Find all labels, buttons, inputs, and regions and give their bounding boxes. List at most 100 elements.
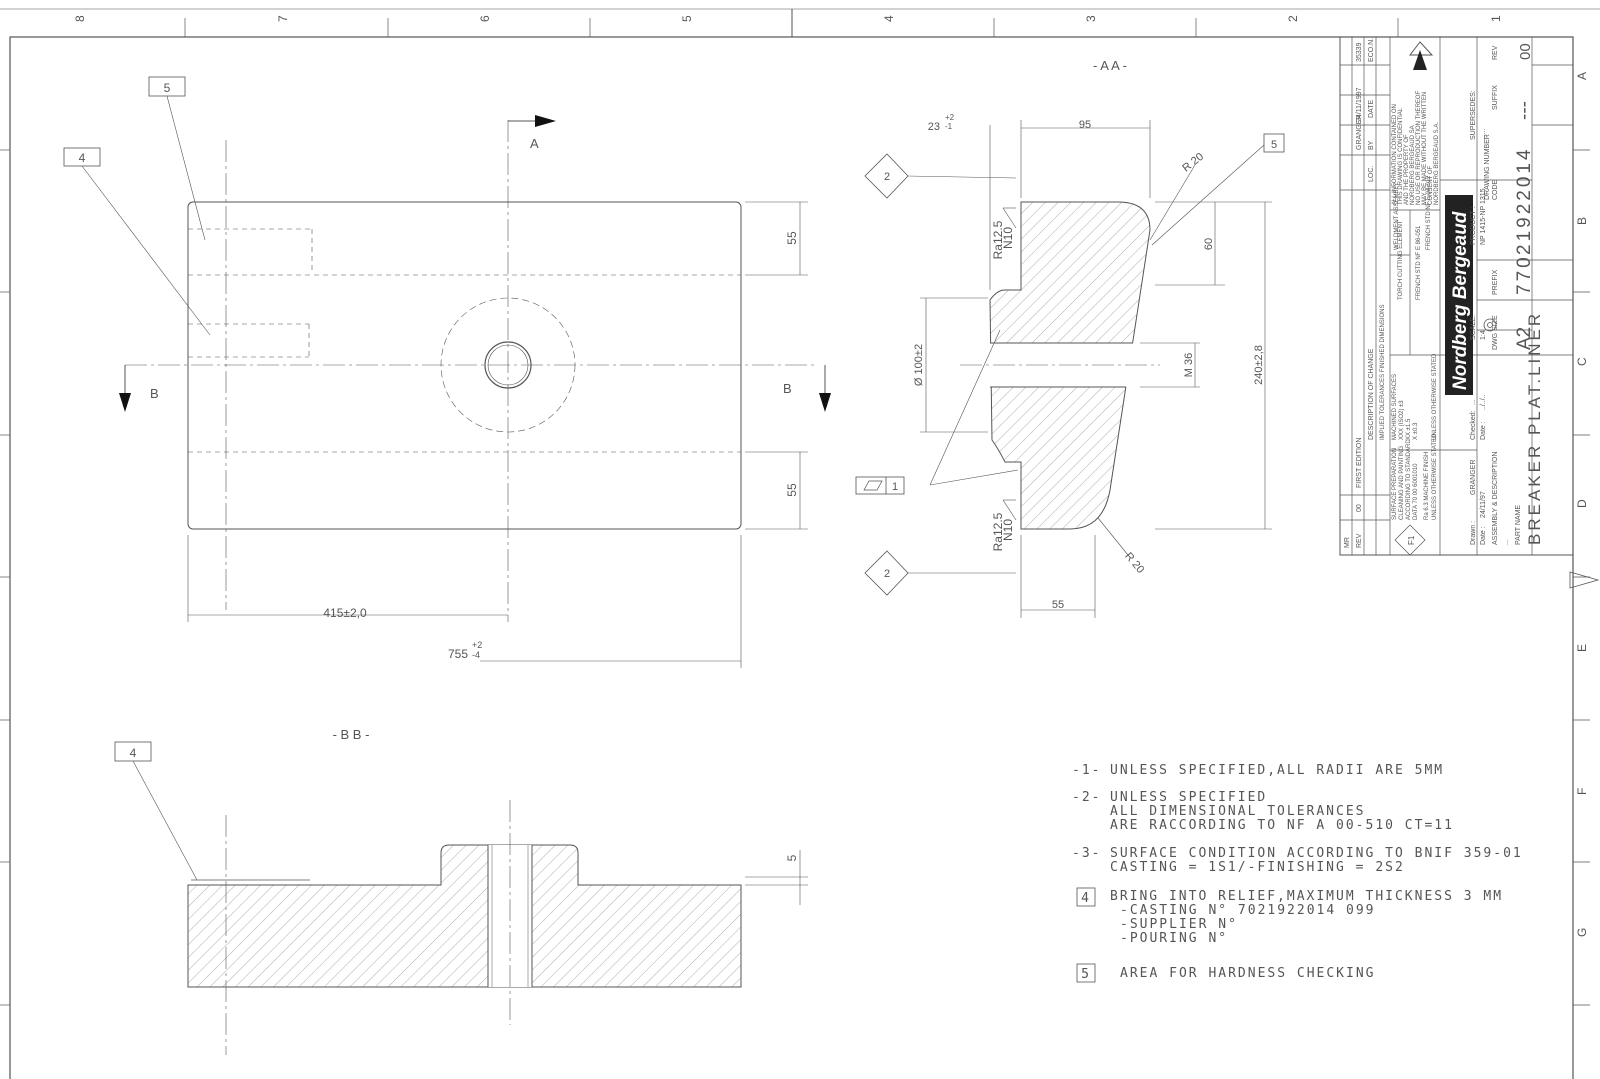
datum-2-bottom: 2 — [884, 568, 890, 580]
product-value: NP 1415-NP 1315 — [1480, 188, 1487, 245]
supersedes-label: SUPERSEDES: — [1470, 90, 1477, 140]
surface-line: UNLESS OTHERWISE STATED — [1432, 433, 1438, 520]
prefix-label: PREFIX — [1492, 269, 1499, 295]
rev-date: 24/11/1997 — [1356, 87, 1363, 122]
dim-60: 60 — [1203, 238, 1215, 250]
plan-view-labels: 5 4 A B B 55 55 415±2,0 755 +2-4 — [79, 81, 799, 661]
grid-col-label: 5 — [680, 15, 694, 22]
rev-value: 00 — [1517, 43, 1534, 60]
dim-95: 95 — [1079, 119, 1091, 131]
confidential-line: CONSENT OF — [1428, 165, 1434, 205]
roughness-n-top: N10 — [1001, 227, 1015, 249]
note-4-line: BRING INTO RELIEF,MAXIMUM THICKNESS 3 MM — [1110, 889, 1503, 904]
rev-header-by: BY — [1368, 140, 1375, 150]
standard-line: TORCH CUTTING ELEMENT — [1398, 220, 1404, 300]
checked-date-value: ../../.. — [1480, 394, 1487, 410]
grid-col-label: 6 — [478, 15, 492, 22]
roughness-bottom: Ra12.5 — [991, 512, 1005, 551]
code-label: CODE — [1492, 179, 1499, 200]
note-2-line: ARE RACCORDING TO NF A 00-510 CT=11 — [1110, 818, 1454, 833]
dim-415: 415±2,0 — [323, 606, 367, 620]
dwg-size: A2 — [1514, 327, 1535, 350]
dim-755: 755 — [448, 647, 468, 661]
general-notes: -1- UNLESS SPECIFIED,ALL RADII ARE 5MM -… — [1072, 763, 1521, 983]
note-1-text: UNLESS SPECIFIED,ALL RADII ARE 5MM — [1110, 763, 1444, 778]
checked-label: Checked: — [1470, 410, 1477, 440]
rev-label: REV — [1492, 45, 1499, 60]
rev-eco: 35339 — [1356, 42, 1363, 62]
rev-header-rev: REV — [1356, 533, 1363, 548]
grid-row-label: C — [1575, 357, 1589, 366]
grid-row-label: D — [1575, 499, 1589, 508]
confidential-line: NORDBERG BERGEAUD SA — [1410, 125, 1416, 205]
grid-col-label: 2 — [1286, 15, 1300, 22]
part-name: BREAKER PLAT.LINER — [1525, 311, 1544, 545]
title-block-text: MR REV DESCRIPTION OF CHANGE LOC. BY DAT… — [1344, 38, 1544, 548]
tolerance-line: XX ±1.5 — [1406, 418, 1412, 440]
rev-header-date: DATE — [1368, 100, 1375, 118]
checked-date-label: Date : — [1480, 421, 1487, 440]
standard-line: WELDMENT ASSEMBLY — [1394, 183, 1400, 250]
rev-header-loc: LOC. — [1368, 166, 1375, 182]
surface-line: CLEANING AND PAINTING — [1399, 445, 1405, 520]
dim-55-top: 55 — [785, 231, 799, 245]
cut-label-b-left: B — [150, 386, 159, 401]
drawn-value: GRANGER — [1470, 460, 1477, 495]
section-bb-labels: - B B - 4 5 — [130, 727, 799, 861]
dim-240: 240±2,8 — [1253, 345, 1265, 385]
note-2-number: -2- — [1072, 790, 1101, 805]
note-1-number: -1- — [1072, 763, 1101, 778]
note-3-number: -3- — [1072, 846, 1101, 861]
tolerance-line: UNLESS OTHERWISE STATED — [1432, 353, 1438, 440]
grid-row-label: A — [1575, 72, 1589, 80]
standard-line: FRENCH STD NF E 86-051 — [1416, 225, 1422, 300]
grid-col-label: 4 — [882, 15, 896, 22]
drawn-date-value: 24/11/97 — [1480, 491, 1487, 518]
note-5-number: 5 — [1081, 967, 1091, 982]
dwg-size-label: DWG SIZE — [1492, 315, 1499, 350]
suffix-label: SUFFIX — [1492, 85, 1499, 110]
surface-line: DATA 70 00 6001010 — [1413, 463, 1419, 520]
surface-line: SURFACE PREPARATION — [1392, 448, 1398, 520]
f1-symbol: F1 — [1407, 535, 1416, 545]
scale-label: SCALE: — [1470, 315, 1477, 340]
rev-description: FIRST EDITION — [1356, 438, 1363, 488]
grid-row-labels: A B C D E F G — [1575, 72, 1589, 937]
standard-line: FRENCH STD NF E 04-012 — [1426, 175, 1432, 250]
note-4-line: -CASTING N° 7021922014 099 — [1120, 903, 1376, 918]
grid-row-label: G — [1575, 928, 1589, 937]
rev-header-mr: MR — [1344, 537, 1351, 548]
confidential-line: THIS DRAWING IS CONFIDENTIAL — [1398, 107, 1404, 205]
datum-2-top: 2 — [884, 171, 890, 183]
note-2-line: ALL DIMENSIONAL TOLERANCES — [1110, 804, 1366, 819]
rev-number: 00 — [1356, 504, 1363, 512]
section-bb-title: - B B - — [333, 727, 370, 742]
drawn-date-label: Date : — [1480, 526, 1487, 545]
tolerance-line: X ±0.3 — [1413, 422, 1419, 440]
confidential-line: AND THE PROPERTY OF — [1404, 134, 1410, 205]
surface-line: Ra 6.3 MACHINE FINISH — [1424, 452, 1430, 520]
note-4-line: -SUPPLIER N° — [1120, 917, 1238, 932]
confidential-line: NORDBERG BERGEAUD S.A. — [1434, 122, 1440, 205]
confidential-line: NO USE OR REPRODUCTION THEREOF — [1416, 90, 1422, 205]
checked-value: ... — [1470, 399, 1477, 405]
dim-dia-100: Ø 100±2 — [913, 344, 925, 386]
suffix-value: --- — [1514, 101, 1535, 120]
grid-col-label: 1 — [1489, 15, 1503, 22]
brand-mark-icon — [1413, 50, 1427, 70]
dim-r20-bottom: R 20 — [1122, 550, 1146, 576]
section-aa-title: - A A - — [1093, 58, 1127, 73]
note-4-number: 4 — [1081, 891, 1091, 906]
callout-4-bb: 4 — [130, 746, 137, 760]
roughness-top: Ra12.5 — [991, 220, 1005, 259]
surface-line: ACCORDING TO STANDARD — [1406, 439, 1412, 520]
note-4-line: -POURING N° — [1120, 931, 1228, 946]
confidential-line: MAY BE MADE WITHOUT THE WRITTEN — [1422, 92, 1428, 205]
callout-4-label: 4 — [79, 151, 86, 165]
grid-col-label: 3 — [1084, 15, 1098, 22]
plan-view — [63, 76, 831, 668]
roughness-n-bottom: N10 — [1001, 519, 1015, 541]
projection-triangle-icon — [1569, 571, 1600, 589]
part-name-label: PART NAME — [1515, 505, 1522, 545]
section-bb — [114, 741, 808, 1055]
